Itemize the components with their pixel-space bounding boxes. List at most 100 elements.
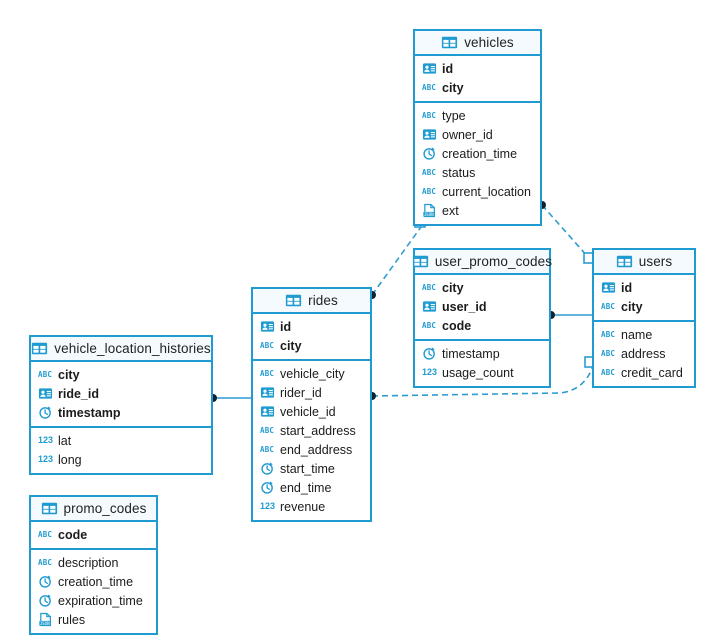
column-row[interactable]: ABC credit_card: [594, 363, 694, 382]
column-row[interactable]: vehicle_id: [253, 402, 370, 421]
column-name: long: [58, 452, 82, 467]
column-row[interactable]: timestamp: [415, 344, 549, 363]
primary-key-name: city: [442, 280, 464, 295]
column-row[interactable]: end_time: [253, 478, 370, 497]
column-name: expiration_time: [58, 593, 143, 608]
number-icon: 123: [38, 454, 54, 464]
column-row[interactable]: creation_time: [415, 144, 540, 163]
abc-icon: ABC: [422, 83, 437, 92]
table-icon: [442, 36, 458, 49]
table-header-vehicle_location_histories[interactable]: vehicle_location_histories: [31, 337, 211, 362]
abc-icon: ABC: [260, 341, 275, 350]
primary-key-row[interactable]: ABC city: [253, 336, 370, 355]
column-name: revenue: [280, 499, 326, 514]
key-id-icon: [422, 63, 437, 74]
clock-icon: [39, 575, 51, 588]
abc-icon: ABC: [38, 530, 53, 539]
table-title: vehicle_location_histories: [54, 341, 211, 356]
primary-key-row[interactable]: timestamp: [31, 403, 211, 422]
primary-key-row[interactable]: id: [594, 278, 694, 297]
abc-icon: ABC: [422, 168, 437, 177]
primary-key-row[interactable]: user_id: [415, 297, 549, 316]
table-header-promo_codes[interactable]: promo_codes: [31, 497, 156, 522]
table-icon: [32, 342, 48, 355]
relationship-vehicle_location_histories-rides[interactable]: [209, 394, 251, 402]
column-name: description: [58, 555, 119, 570]
column-name: owner_id: [442, 127, 493, 142]
column-name: ext: [442, 203, 459, 218]
column-name: credit_card: [621, 365, 683, 380]
primary-key-row[interactable]: ABC city: [594, 297, 694, 316]
key-id-icon: [601, 282, 616, 293]
column-row[interactable]: expiration_time: [31, 591, 156, 610]
primary-key-name: ride_id: [58, 386, 99, 401]
abc-icon: ABC: [422, 187, 437, 196]
column-name: timestamp: [442, 346, 500, 361]
svg-text:JSON: JSON: [424, 212, 434, 217]
column-row[interactable]: JSON ext: [415, 201, 540, 220]
column-name: creation_time: [58, 574, 134, 589]
clock-icon: [261, 481, 273, 494]
json-icon: JSON: [39, 612, 51, 627]
primary-key-name: city: [621, 299, 643, 314]
primary-key-row[interactable]: id: [253, 317, 370, 336]
abc-icon: ABC: [601, 368, 616, 377]
column-row[interactable]: creation_time: [31, 572, 156, 591]
column-row[interactable]: start_time: [253, 459, 370, 478]
column-row[interactable]: owner_id: [415, 125, 540, 144]
column-name: end_address: [280, 442, 353, 457]
abc-icon: ABC: [38, 558, 53, 567]
primary-key-row[interactable]: id: [415, 59, 540, 78]
key-id-icon: [260, 321, 275, 332]
abc-icon: ABC: [601, 330, 616, 339]
column-row[interactable]: ABC description: [31, 553, 156, 572]
key-id-icon: [422, 301, 437, 312]
table-header-user_promo_codes[interactable]: user_promo_codes: [412, 250, 552, 275]
key-id-icon: [260, 387, 275, 398]
primary-key-row[interactable]: ride_id: [31, 384, 211, 403]
abc-icon: ABC: [260, 369, 275, 378]
number-icon: 123: [422, 367, 438, 377]
table-title: rides: [308, 293, 338, 308]
column-row[interactable]: rider_id: [253, 383, 370, 402]
column-name: end_time: [280, 480, 332, 495]
relationship-user_promo_codes-users[interactable]: [547, 311, 592, 319]
table-header-vehicles[interactable]: vehicles: [415, 31, 540, 56]
abc-icon: ABC: [422, 111, 437, 120]
clock-icon: [423, 347, 435, 360]
primary-key-name: city: [280, 338, 302, 353]
primary-key-name: code: [442, 318, 472, 333]
abc-icon: ABC: [601, 302, 616, 311]
table-header-users[interactable]: users: [594, 250, 694, 275]
column-name: address: [621, 346, 666, 361]
table-header-rides[interactable]: rides: [253, 289, 370, 314]
column-row[interactable]: 123 long: [31, 450, 211, 469]
